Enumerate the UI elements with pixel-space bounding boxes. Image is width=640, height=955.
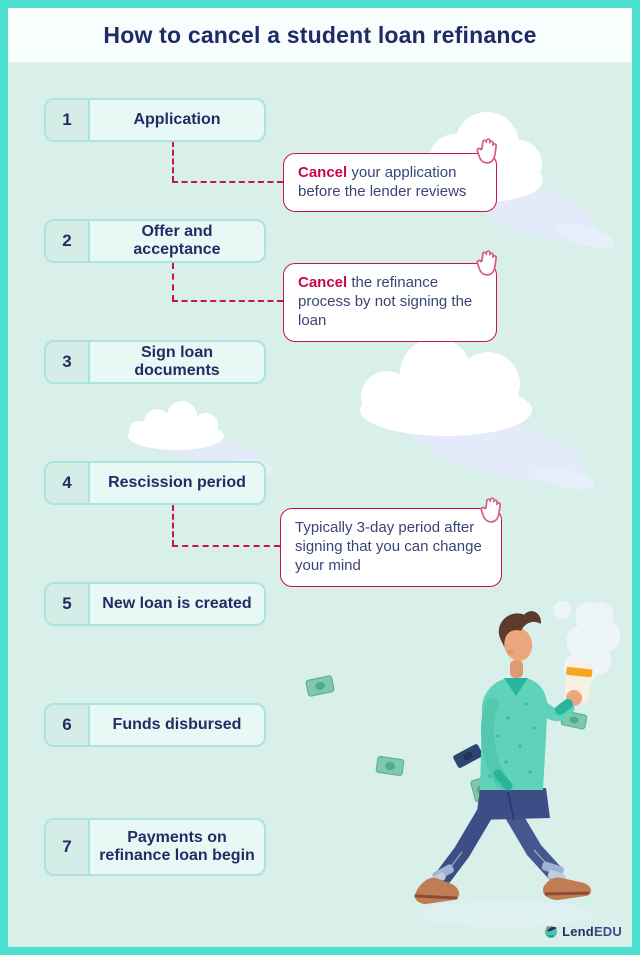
hand-stop-icon bbox=[476, 138, 498, 164]
callout-cancel-application: Cancel your application before the lende… bbox=[283, 153, 497, 213]
callout-rescission-info: Typically 3-day period after signing tha… bbox=[280, 508, 502, 587]
brand-logo: LendEDU bbox=[543, 923, 622, 939]
step-box-6: 6 Funds disbursed bbox=[44, 703, 266, 747]
callout-text: Typically 3-day period after signing tha… bbox=[295, 519, 482, 575]
step-label: Offer and acceptance bbox=[133, 222, 221, 258]
hand-stop-icon bbox=[480, 497, 502, 523]
step-number: 1 bbox=[46, 100, 90, 140]
step-number: 6 bbox=[46, 705, 90, 745]
step-number: 4 bbox=[46, 463, 90, 503]
connector-line bbox=[172, 181, 283, 183]
lendedu-bird-icon bbox=[545, 926, 558, 938]
person-illustration bbox=[414, 601, 620, 927]
step-box-3: 3 Sign loan documents bbox=[44, 340, 266, 384]
connector-line bbox=[172, 545, 280, 547]
step-label: Sign loan documents bbox=[134, 343, 220, 379]
money-bill bbox=[453, 744, 483, 768]
cloud-right-big bbox=[360, 338, 596, 490]
connector-line bbox=[172, 141, 174, 182]
callout-cancel-refinance: Cancel the refinance process by not sign… bbox=[283, 263, 497, 342]
step-number: 2 bbox=[46, 221, 90, 261]
callout-text: your application before the lender revie… bbox=[298, 164, 467, 201]
connector-line bbox=[172, 263, 174, 301]
connector-line bbox=[172, 300, 283, 302]
brand-text: LendEDU bbox=[562, 923, 622, 939]
callout-highlight: Cancel bbox=[298, 274, 348, 291]
step-number: 7 bbox=[46, 820, 90, 874]
step-box-2: 2 Offer and acceptance bbox=[44, 219, 266, 263]
step-box-1: 1 Application bbox=[44, 98, 266, 142]
money-bill bbox=[375, 755, 405, 777]
step-box-5: 5 New loan is created bbox=[44, 582, 266, 626]
hand-stop-icon bbox=[476, 250, 498, 276]
step-label: New loan is created bbox=[102, 594, 252, 612]
page-title: How to cancel a student loan refinance bbox=[103, 21, 537, 48]
callout-text: the refinance process by not signing the… bbox=[298, 274, 473, 330]
money-bill bbox=[305, 675, 335, 697]
step-label: Application bbox=[133, 110, 221, 128]
step-label: Funds disbursed bbox=[112, 715, 242, 733]
callout-highlight: Cancel bbox=[298, 164, 348, 181]
step-box-4: 4 Rescission period bbox=[44, 461, 266, 505]
step-box-7: 7 Payments on refinance loan begin bbox=[44, 818, 266, 876]
header: How to cancel a student loan refinance bbox=[8, 8, 632, 62]
step-label: Payments on refinance loan begin bbox=[99, 828, 255, 864]
step-label: Rescission period bbox=[108, 473, 246, 491]
step-number: 3 bbox=[46, 342, 90, 382]
step-number: 5 bbox=[46, 584, 90, 624]
connector-line bbox=[172, 505, 174, 546]
